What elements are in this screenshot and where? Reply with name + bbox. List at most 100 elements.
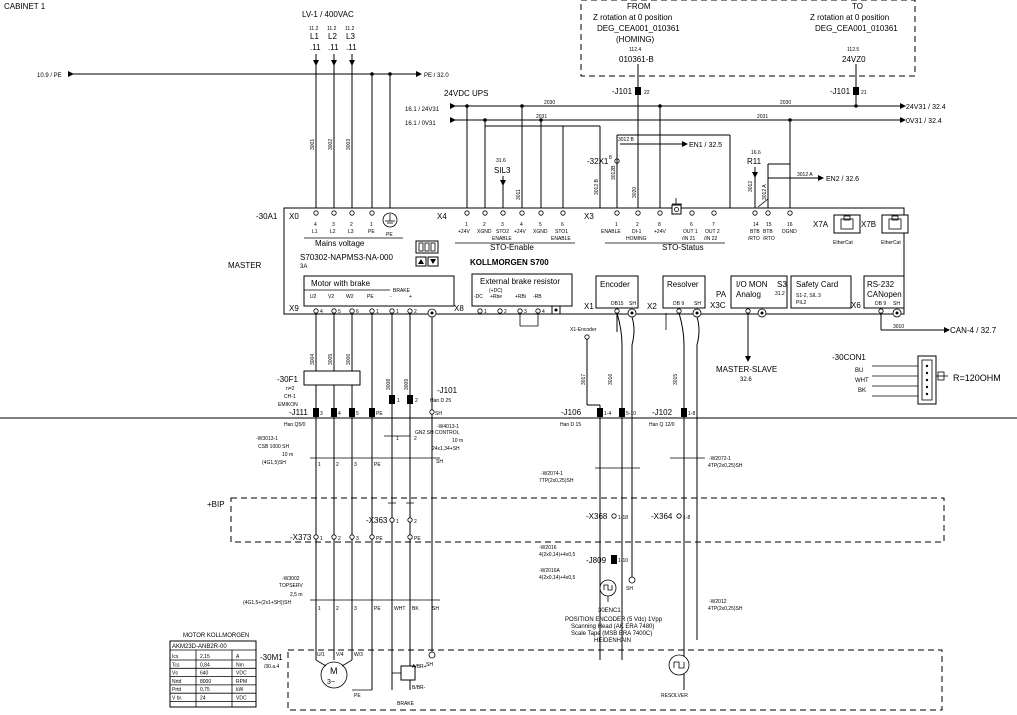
- svg-text:-W4013-1: -W4013-1: [437, 424, 459, 430]
- x9-brake: BRAKE: [393, 288, 411, 294]
- motor-shield-icon: [428, 651, 436, 659]
- brake-label: BRAKE: [397, 701, 415, 707]
- svg-text:3: 3: [356, 536, 359, 542]
- pe-in-ref: 10.9 / PE: [37, 73, 62, 79]
- svg-text:-: -: [390, 294, 392, 300]
- svg-text:3: 3: [354, 462, 357, 468]
- ups-in-24v: 16.1 / 24V31: [405, 107, 440, 113]
- x6-name: X6: [851, 301, 861, 310]
- motor-table-cell: Tcs: [172, 662, 180, 668]
- x7a-name: X7A: [813, 220, 829, 229]
- svg-text:+24V: +24V: [654, 229, 666, 235]
- svg-text:(4G1,5)SH: (4G1,5)SH: [262, 460, 286, 466]
- svg-text:BK: BK: [412, 606, 419, 612]
- svg-text:8: 8: [658, 222, 661, 228]
- supply-phase-l1: 11.2 L1 .11: [309, 26, 321, 52]
- x8-dc: (+DC): [489, 288, 503, 294]
- safety-line2: PIL2: [796, 300, 807, 306]
- motor-table-cell: 640: [200, 671, 209, 677]
- w2016-spec: 4(2x0,14)+4x0,5: [539, 552, 575, 558]
- svg-text:L3: L3: [346, 32, 355, 41]
- w2012-name: -W2012: [709, 599, 727, 605]
- svg-text:1: 1: [320, 536, 323, 542]
- svg-text:+: +: [409, 294, 412, 300]
- x7a-label: EtherCat: [833, 240, 853, 246]
- svg-text:L2: L2: [328, 32, 337, 41]
- enc-line1: POSITION ENCODER (5 Vdc) 1Vpp: [565, 617, 663, 623]
- svg-text:2: 2: [483, 222, 486, 228]
- svg-text:1: 1: [370, 222, 373, 228]
- x2-pin: DB 9: [673, 301, 684, 307]
- svg-text:SH: SH: [436, 459, 443, 465]
- svg-text:V2: V2: [328, 294, 334, 300]
- brake-a: A/BR+: [412, 664, 427, 670]
- motor-v: V/4: [336, 652, 344, 658]
- motor-sym2: 3~: [327, 679, 335, 686]
- j101-right-name: -J101: [830, 87, 851, 96]
- x1-block: [595, 275, 639, 309]
- x8-pins: -DC +Rbe +RBi -RB 1 2 3 4: [474, 294, 545, 315]
- x4-group: STO-Enable: [490, 243, 534, 252]
- svg-text:2,5 m: 2,5 m: [290, 592, 303, 598]
- j101-left-pin-no: 22: [644, 90, 650, 96]
- x1enc-label: X1-Encoder: [570, 327, 597, 333]
- j106-name: -J106: [561, 408, 582, 417]
- j809-name: -J809: [586, 556, 607, 565]
- svg-text:BTB: BTB: [750, 229, 760, 235]
- motor-table-cell: Prtd: [172, 687, 181, 693]
- svg-text:L3: L3: [348, 229, 354, 235]
- j106-pin-a: [597, 408, 603, 417]
- drive-model: S70302-NAPMS3-NA-000: [300, 253, 393, 262]
- j102-type: Han Q 12/0: [649, 422, 675, 428]
- svg-text:11.2: 11.2: [309, 26, 319, 32]
- con1-connector-icon: [872, 355, 948, 405]
- wire-3012a: 3012 A: [762, 184, 768, 200]
- x364-pin: 1-8: [683, 515, 690, 521]
- x7a-ethercat-port-icon: [833, 214, 861, 234]
- drive-title: KOLLMORGEN S700: [470, 258, 549, 267]
- wire-3012b: 3012 B: [594, 178, 600, 195]
- svg-text:/IN 22: /IN 22: [704, 236, 718, 242]
- svg-text:1: 1: [484, 309, 487, 315]
- field-device-box: [580, 0, 916, 77]
- svg-text:1: 1: [396, 519, 399, 525]
- wire-3004: 3004: [310, 354, 316, 365]
- svg-text:+24V: +24V: [458, 229, 470, 235]
- from-device: 010361-B: [619, 55, 654, 64]
- svg-text:-W3002: -W3002: [282, 576, 300, 582]
- svg-text:-RB: -RB: [533, 294, 542, 300]
- motor-table-cell: Nrtd: [172, 679, 182, 685]
- motor-table-cell: RPM: [236, 679, 247, 685]
- ups-label: 24VDC UPS: [444, 89, 488, 98]
- con1-wire-bk: BK: [858, 388, 866, 394]
- x32-pin: 8: [609, 155, 612, 161]
- j111-type: Han Q5/0: [284, 422, 306, 428]
- x7b-ethercat-port-icon: [881, 214, 909, 234]
- svg-text:2: 2: [636, 222, 639, 228]
- motor-sh: SH: [426, 662, 433, 668]
- x2-block: [662, 275, 706, 309]
- to-title: TO: [852, 2, 863, 11]
- svg-text:4: 4: [320, 309, 323, 315]
- x0-pins: 4 3 2 1 L1 L2 L3 PE: [312, 210, 375, 235]
- j101c-pin-1-label: 1: [397, 398, 400, 404]
- x2-name: X2: [647, 302, 657, 311]
- svg-text:2: 2: [414, 436, 417, 442]
- j809-sh: SH: [626, 586, 633, 592]
- svg-text:7: 7: [712, 222, 715, 228]
- x7b-label: EtherCat: [881, 240, 901, 246]
- svg-text:/RTO: /RTO: [763, 236, 775, 242]
- svg-text:TOPSERV: TOPSERV: [279, 583, 303, 589]
- cable-w3002: -W3002 TOPSERV 2,5 m (4G1,5+(2x1+SH))SH …: [243, 576, 440, 612]
- motor-sub: /30.a.4: [264, 664, 280, 670]
- sil3-name: SIL3: [494, 166, 511, 175]
- x3c-group2: Analog: [736, 290, 761, 299]
- x9-name: X9: [289, 304, 299, 313]
- motor-region: [287, 649, 943, 711]
- x3-pins: 1 2 8 6 7 ENABLE DI-1 +24V OUT 1 OUT 2 H…: [601, 210, 720, 242]
- to-device: 24VZ0: [842, 55, 866, 64]
- master-slave-ref: 32.6: [740, 377, 752, 383]
- svg-text:1: 1: [376, 309, 379, 315]
